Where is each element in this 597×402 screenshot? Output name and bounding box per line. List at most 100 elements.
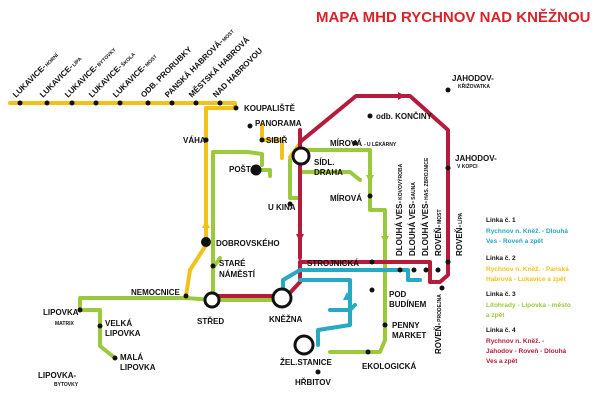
label-vaha: VÁHA xyxy=(183,136,206,145)
stop-dot-stare-namesti[interactable] xyxy=(210,263,216,269)
stop-dot-mirova-u-lekarny[interactable] xyxy=(352,140,358,146)
stop-dot-panorama[interactable] xyxy=(247,123,253,129)
stop-dot-panska-habrova[interactable] xyxy=(169,100,175,106)
hub-stred[interactable] xyxy=(203,291,221,309)
label-koupaliste: KOUPALIŠTĚ xyxy=(244,104,296,113)
svg-text:ROVEŇ-MOST: ROVEŇ-MOST xyxy=(434,209,443,256)
label-odb-konciny: odb. KONČINY xyxy=(376,112,433,121)
label-dlouha-ves-kovovyroba: DLOUHÁ VES- xyxy=(395,201,404,256)
stop-dot-posta[interactable] xyxy=(250,164,262,176)
label-penny-market-1: PENNY xyxy=(392,321,420,330)
stop-dot-mestska-habrova[interactable] xyxy=(193,100,199,106)
stop-dot-lukavice-most[interactable] xyxy=(117,100,123,106)
stop-dot-roven-prodejna[interactable] xyxy=(439,285,445,291)
label-sidl-draha-1: SÍDL. xyxy=(314,158,334,167)
legend-line-2-heading: Linka č. 2 xyxy=(486,255,516,262)
stop-dot-sibir[interactable] xyxy=(259,137,265,143)
label-mala-lipovka-2: LIPOVKA xyxy=(120,363,156,372)
svg-text:LUKAVICE-HORNÍ: LUKAVICE-HORNÍ xyxy=(11,50,60,99)
label-stred: STŘED xyxy=(197,317,224,326)
hub-rings xyxy=(203,146,315,356)
legend-line-1-text-2: Ves - Roveň a zpět xyxy=(486,238,544,245)
stop-dot-dlouha-ves-2[interactable] xyxy=(411,267,417,273)
stop-dot-odb-prorubky[interactable] xyxy=(145,100,151,106)
stop-dot-dobrovskeho[interactable] xyxy=(201,237,211,247)
stop-dot-lukavice-bytovky[interactable] xyxy=(69,100,75,106)
stop-dot-koupaliste[interactable] xyxy=(233,105,239,111)
line-1-route xyxy=(281,268,422,347)
stop-dot-hrbitov[interactable] xyxy=(315,369,321,375)
label-nemocnice: NEMOCNICE xyxy=(131,288,181,297)
label-knezna: KNĚŽNA xyxy=(269,315,303,324)
svg-text:ROVEŇ-LÍPA: ROVEŇ-LÍPA xyxy=(455,212,464,256)
label-lipovka-bytovky: LIPOVKA- xyxy=(38,371,77,380)
stop-dot-velka-lipovka[interactable] xyxy=(97,323,103,329)
stop-dot-odb-konciny[interactable] xyxy=(367,113,373,119)
legend-line-4-text-3: Ves a zpět xyxy=(486,358,518,365)
hub-zel-stanice[interactable] xyxy=(293,334,315,356)
stop-dot-mirova[interactable] xyxy=(367,193,373,199)
stop-dot-dlouha-ves-3[interactable] xyxy=(423,267,429,273)
label-mala-lipovka-1: MALÁ xyxy=(120,353,143,362)
stop-dot-jahodov-v-kopci[interactable] xyxy=(445,165,451,171)
stop-dot-lukavice-horni[interactable] xyxy=(17,100,23,106)
hub-knezna[interactable] xyxy=(271,287,293,309)
stop-dot-mala-lipovka[interactable] xyxy=(112,355,118,361)
legend-line-4-text-2: Jahodov - Roveň - Dlouhá xyxy=(486,348,567,355)
stop-dots xyxy=(17,87,451,375)
legend-line-2-text-1: Rychnov n. Kněž. - Panská xyxy=(486,266,569,273)
label-roven-most: ROVEŇ- xyxy=(434,225,443,256)
stop-dot-lipovka-matrix[interactable] xyxy=(77,307,83,313)
legend-line-2-text-2: Habrová - Lukavice a zpět xyxy=(486,276,567,283)
label-strojnicka: STROJNICKÁ xyxy=(307,259,359,268)
label-stare-namesti-2: NÁMĚSTÍ xyxy=(219,270,256,279)
legend-line-4-text-1: Rychnov n. Kněž. - xyxy=(486,338,544,345)
label-sidl-draha-2: DRAHA xyxy=(314,168,343,177)
label-penny-market-2: MARKET xyxy=(392,331,426,340)
label-lipovka-matrix: LIPOVKA xyxy=(43,308,79,317)
stop-labels: LUKAVICE-HORNÍ LUKAVICE-LÍPA LUKAVICE-BY… xyxy=(11,29,497,388)
stop-dot-jahodov-krizovatka[interactable] xyxy=(445,87,451,93)
stop-dot-lukavice-lipa[interactable] xyxy=(44,100,50,106)
stop-dot-roven-lipa[interactable] xyxy=(445,259,451,265)
label-pod-budinem-2: BUDÍNEM xyxy=(389,300,427,309)
legend-line-1-heading: Linka č. 1 xyxy=(486,217,516,224)
label-ekologicka: EKOLOGICKÁ xyxy=(362,362,416,371)
svg-text:BYTOVKY: BYTOVKY xyxy=(54,382,79,388)
svg-text:DLOUHÁ VES-KOVOVÝROBA: DLOUHÁ VES-KOVOVÝROBA xyxy=(395,163,404,256)
label-mirova-u-lekarny: MÍROVÁ- U LÉKÁRNY xyxy=(330,139,397,148)
stop-dot-lukavice-skola[interactable] xyxy=(93,100,99,106)
legend-line-4-heading: Linka č. 4 xyxy=(486,327,516,334)
svg-text:LUKAVICE-LÍPA: LUKAVICE-LÍPA xyxy=(38,54,84,100)
stop-dot-nemocnice[interactable] xyxy=(183,293,189,299)
label-zel-stanice: ŽEL.STANICE xyxy=(280,358,333,367)
label-velka-lipovka-1: VELKÁ xyxy=(105,319,132,328)
svg-text:DLOUHÁ VES-SAUNA: DLOUHÁ VES-SAUNA xyxy=(408,182,417,256)
stop-dot-roven-most[interactable] xyxy=(435,267,441,273)
stop-dot-ekologicka[interactable] xyxy=(365,349,371,355)
stop-dot-u-kina[interactable] xyxy=(287,201,293,207)
label-dlouha-ves-sauna: DLOUHÁ VES- xyxy=(408,201,417,256)
label-posta: POŠTA xyxy=(229,165,256,174)
label-velka-lipovka-2: LIPOVKA xyxy=(105,329,141,338)
label-u-kina: U KINA xyxy=(268,203,296,212)
stop-dot-pod-budinem[interactable] xyxy=(369,287,375,293)
stop-dot-vaha[interactable] xyxy=(203,137,209,143)
stop-dot-penny-market[interactable] xyxy=(382,322,388,328)
label-jahodov-krizovatka: JAHODOV- xyxy=(452,74,494,83)
svg-text:DLOUHÁ VES-HAS. ZBROJNICE: DLOUHÁ VES-HAS. ZBROJNICE xyxy=(421,157,430,256)
label-pod-budinem-1: POD xyxy=(389,290,407,299)
stop-dot-dlouha-ves-1[interactable] xyxy=(397,267,403,273)
stop-dot-strojnicka[interactable] xyxy=(369,259,375,265)
legend-line-3-text-1: Litohrady - Lipovka - město xyxy=(486,302,571,309)
svg-text:KŘIŽOVATKA: KŘIŽOVATKA xyxy=(458,82,490,90)
svg-text:V KOPCI: V KOPCI xyxy=(457,164,478,170)
stop-dot-nad-habrovou[interactable] xyxy=(217,100,223,106)
legend: Linka č. 1 Rychnov n. Kněž. - Dlouhá Ves… xyxy=(486,217,571,365)
legend-line-1-text-1: Rychnov n. Kněž. - Dlouhá xyxy=(486,228,568,235)
legend-line-3-heading: Linka č. 3 xyxy=(486,291,516,298)
map-title: MAPA MHD RYCHNOV NAD KNĚŽNOU xyxy=(316,8,590,26)
hub-sidl-draha[interactable] xyxy=(291,146,311,166)
label-dlouha-ves-zbrojnice: DLOUHÁ VES- xyxy=(421,201,430,256)
